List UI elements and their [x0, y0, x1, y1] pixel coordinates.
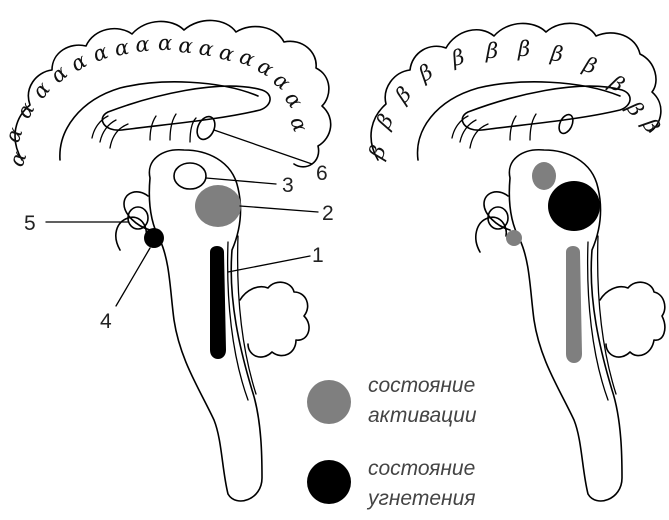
right-region-1-activation	[566, 246, 582, 363]
wave-glyph: β	[621, 96, 648, 121]
wave-glyph: ɑ	[197, 35, 215, 61]
right-beta-waves: β β β β β β β β β β β β	[364, 37, 665, 163]
legend-inhibition-line1: состояние	[368, 457, 475, 480]
callout-line-2	[240, 206, 318, 212]
wave-glyph: β	[548, 41, 564, 67]
callout-label-6: 6	[316, 162, 328, 185]
wave-glyph: ɑ	[67, 48, 91, 76]
right-pituitary	[476, 217, 506, 252]
wave-glyph: β	[371, 110, 398, 133]
legend: состояние активации состояние угнетения	[307, 374, 477, 510]
left-region-2-activation	[195, 185, 241, 227]
callout-label-4: 4	[100, 310, 112, 333]
wave-glyph: β	[517, 37, 530, 61]
right-region-2-inhibition	[548, 181, 600, 231]
right-fornix	[510, 114, 536, 140]
left-inner-waves	[92, 116, 128, 148]
callout-label-5: 5	[24, 212, 36, 235]
legend-activation-swatch	[307, 380, 351, 424]
callout-line-4	[116, 248, 150, 306]
wave-glyph: ɑ	[90, 39, 112, 66]
wave-glyph: ɑ	[4, 148, 31, 170]
wave-glyph: ɑ	[113, 35, 131, 61]
legend-inhibition-swatch	[307, 460, 351, 504]
wave-glyph: ɑ	[158, 31, 172, 55]
callout-label-2: 2	[322, 202, 334, 225]
callout-line-3	[206, 178, 276, 184]
right-region-3-activation	[532, 162, 556, 190]
wave-glyph: β	[604, 70, 629, 97]
right-inner-arc	[418, 82, 620, 160]
right-brain: β β β β β β β β β β β β	[364, 23, 665, 501]
wave-glyph: ɑ	[254, 54, 278, 82]
right-pineal	[556, 112, 575, 135]
wave-glyph: β	[579, 52, 600, 79]
wave-glyph: β	[414, 59, 437, 86]
wave-glyph: ɑ	[269, 67, 295, 95]
wave-glyph: ɑ	[0, 124, 27, 146]
wave-glyph: ɑ	[178, 33, 194, 58]
left-brain: ɑ ɑ ɑ ɑ ɑ ɑ ɑ ɑ ɑ ɑ ɑ ɑ ɑ ɑ ɑ ɑ ɑ ɑ 1 2	[0, 20, 334, 501]
left-cerebellum	[240, 282, 309, 357]
wave-glyph: ɑ	[12, 98, 40, 122]
callout-line-6	[214, 130, 312, 164]
wave-glyph: ɑ	[46, 60, 72, 88]
legend-inhibition-line2: угнетения	[366, 487, 475, 510]
wave-glyph: β	[448, 45, 467, 72]
callout-label-3: 3	[282, 174, 294, 197]
left-region-3	[174, 163, 206, 189]
wave-glyph: ɑ	[236, 44, 258, 71]
callout-line-1	[228, 256, 310, 272]
right-region-4-activation	[506, 230, 522, 246]
wave-glyph: ɑ	[280, 87, 308, 112]
wave-glyph: β	[390, 82, 416, 108]
left-inner-arc	[60, 82, 258, 160]
left-region-1-inhibition	[210, 246, 226, 359]
right-cerebellum	[600, 282, 665, 357]
left-alpha-waves: ɑ ɑ ɑ ɑ ɑ ɑ ɑ ɑ ɑ ɑ ɑ ɑ ɑ ɑ ɑ ɑ ɑ ɑ	[0, 31, 313, 170]
wave-glyph: ɑ	[27, 77, 55, 103]
legend-activation-line1: состояние	[368, 374, 475, 397]
wave-glyph: ɑ	[285, 114, 312, 136]
wave-glyph: β	[637, 114, 664, 137]
left-region-4-inhibition	[144, 228, 164, 248]
callout-label-1: 1	[312, 244, 324, 267]
wave-glyph: ɑ	[217, 40, 237, 67]
right-inner-waves	[452, 116, 488, 148]
wave-glyph: ɑ	[134, 32, 150, 57]
left-fornix	[150, 114, 196, 142]
legend-activation-line2: активации	[368, 404, 477, 427]
wave-glyph: β	[485, 39, 498, 63]
